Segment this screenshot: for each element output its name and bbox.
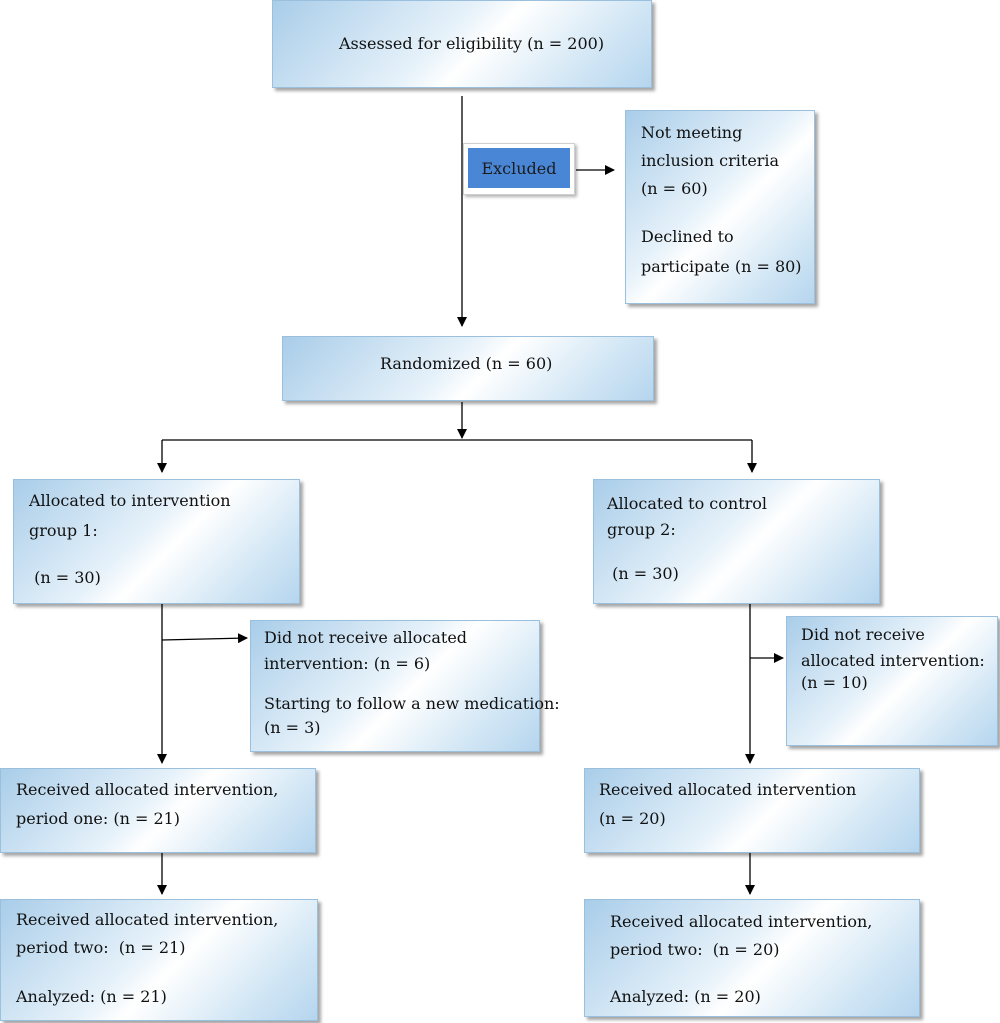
exclusion-line-1: Not meeting: [641, 123, 743, 142]
not-received-ctrl-line-1: Did not receive: [801, 625, 925, 644]
not-received-ctrl-line-2: allocated intervention:: [801, 651, 985, 670]
exclusion-line-3: (n = 60): [641, 179, 708, 198]
alloc-control-line-1: Allocated to control: [607, 494, 768, 513]
received-p1-int-line-1: Received allocated intervention,: [16, 780, 279, 799]
received-period-one-intervention-box: Received allocated intervention, period …: [0, 768, 316, 853]
arrow-intervention-excluded: [161, 633, 248, 644]
randomized-box: Randomized (n = 60): [282, 336, 654, 401]
not-received-int-line-2: intervention: (n = 6): [264, 654, 431, 673]
allocated-intervention-box: Allocated to intervention group 1: (n = …: [13, 479, 300, 604]
alloc-control-line-3: (n = 30): [607, 564, 679, 583]
received-p2-int-line-1: Received allocated intervention,: [16, 910, 279, 929]
not-received-int-line-3: Starting to follow a new medication:: [264, 694, 560, 713]
analyzed-intervention: Analyzed: (n = 21): [16, 987, 167, 1006]
alloc-intervention-line-1: Allocated to intervention: [29, 491, 231, 510]
analyzed-control: Analyzed: (n = 20): [610, 987, 761, 1006]
exclusion-line-4: Declined to: [641, 227, 734, 246]
alloc-control-line-2: group 2:: [607, 520, 676, 539]
not-received-intervention-box: Did not receive allocated intervention: …: [250, 620, 560, 752]
received-period-two-control-box: Received allocated intervention, period …: [584, 899, 920, 1017]
alloc-intervention-line-2: group 1:: [29, 521, 98, 540]
not-received-int-line-4: (n = 3): [264, 718, 321, 737]
received-p2-ctrl-line-1: Received allocated intervention,: [610, 912, 873, 931]
received-ctrl-line-2: (n = 20): [599, 809, 666, 828]
received-period-two-intervention-box: Received allocated intervention, period …: [0, 899, 318, 1021]
exclusion-line-2: inclusion criteria: [641, 151, 780, 170]
not-received-int-line-1: Did not receive allocated: [264, 628, 468, 647]
received-p2-int-line-2: period two: (n = 21): [16, 938, 186, 957]
not-received-control-box: Did not receive allocated intervention: …: [786, 616, 998, 746]
randomized-label: Randomized (n = 60): [380, 354, 553, 373]
assessed-label: Assessed for eligibility (n = 200): [339, 34, 605, 53]
excluded-label: Excluded: [468, 148, 570, 188]
received-control-box: Received allocated intervention (n = 20): [584, 768, 920, 853]
not-received-ctrl-line-3: (n = 10): [801, 673, 868, 692]
received-p1-int-line-2: period one: (n = 21): [16, 809, 181, 828]
exclusion-details-box: Not meeting inclusion criteria (n = 60) …: [625, 110, 815, 304]
received-ctrl-line-1: Received allocated intervention: [599, 780, 857, 799]
assessed-box: Assessed for eligibility (n = 200): [272, 0, 652, 88]
allocated-control-box: Allocated to control group 2: (n = 30): [593, 479, 880, 604]
excluded-box: Excluded: [463, 143, 575, 195]
exclusion-line-5: participate (n = 80): [641, 257, 802, 276]
received-p2-ctrl-line-2: period two: (n = 20): [610, 940, 780, 959]
alloc-intervention-line-3: (n = 30): [29, 568, 101, 587]
